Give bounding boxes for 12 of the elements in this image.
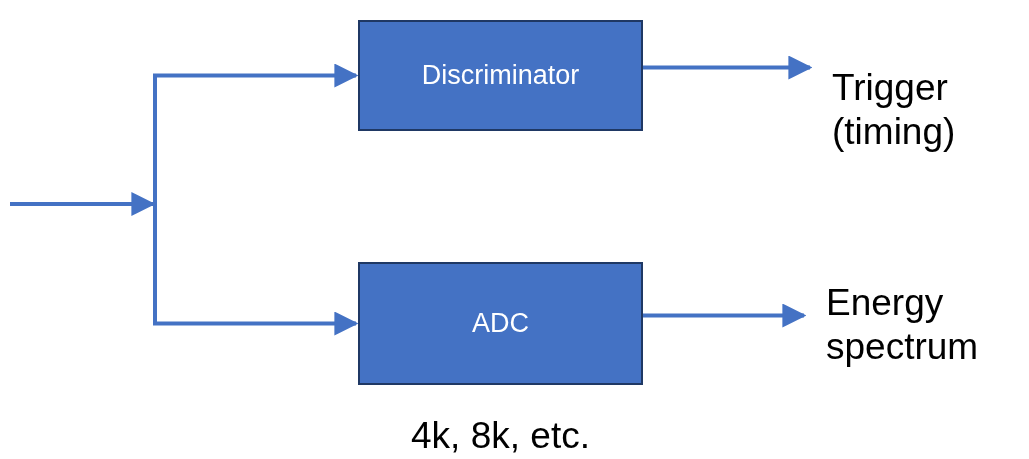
box-label: Discriminator [421, 60, 580, 91]
arrow [643, 303, 807, 328]
arrow [643, 55, 813, 80]
output-label: Trigger (timing) [832, 65, 957, 154]
process-box [358, 262, 643, 385]
arrow [153, 204, 359, 336]
box-label: ADC [472, 308, 529, 339]
process-box [358, 20, 643, 131]
output-label: Energy spectrum [826, 280, 980, 369]
input-arrow [10, 192, 156, 216]
arrow [153, 63, 359, 204]
caption-text: 4k, 8k, etc. [411, 415, 590, 457]
